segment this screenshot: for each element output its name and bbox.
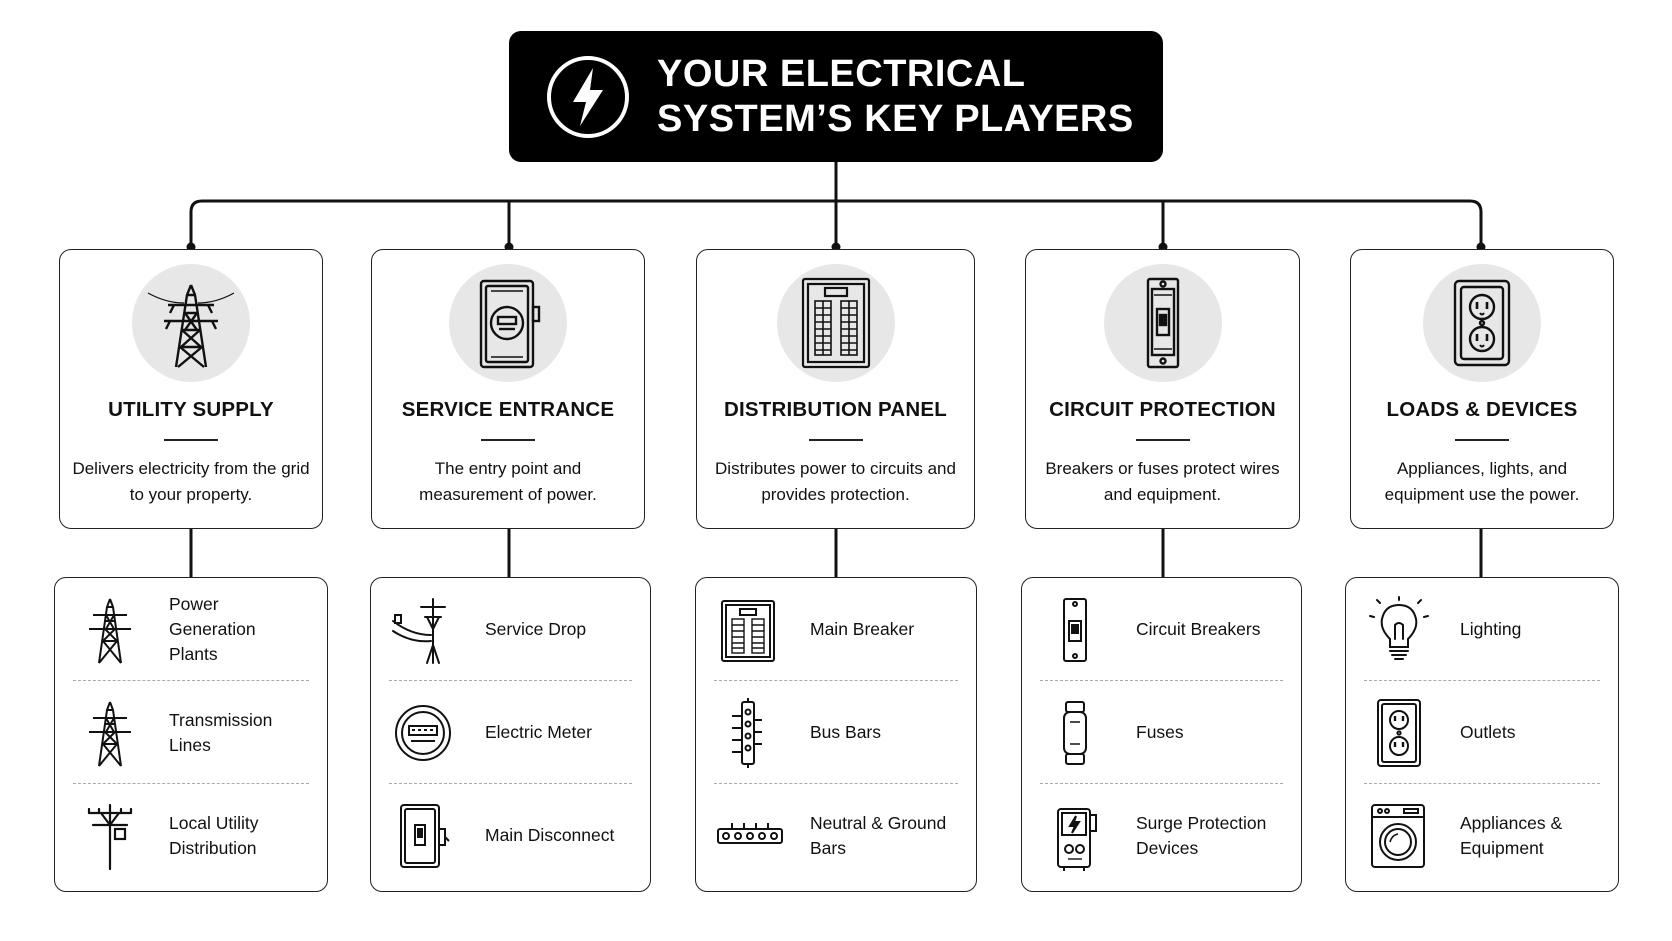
transmission-tower-icon: [147, 284, 235, 368]
separator: [1040, 783, 1283, 784]
card-icon-bg: [1103, 264, 1222, 382]
transmission-tower-icon: [89, 701, 131, 767]
list-item: Outlets: [1364, 681, 1600, 784]
card-icon-bg: [132, 264, 250, 382]
list-item-label: Neutral & Ground Bars: [810, 812, 947, 858]
list-item: Service Drop: [389, 578, 632, 681]
card-service-entrance: SERVICE ENTRANCE The entry point and mea…: [371, 249, 645, 529]
list-item-label: Power Generation Plants: [169, 594, 256, 664]
list-item: Bus Bars: [714, 681, 958, 784]
list-item-label: Lighting: [1460, 619, 1522, 639]
card-icon-bg: [449, 264, 567, 382]
lightning-bolt-icon: [547, 56, 629, 138]
list-item-label: Electric Meter: [485, 722, 592, 742]
title-line-2: SYSTEM’S KEY PLAYERS: [657, 98, 1134, 140]
card-description: Appliances, lights, and equipment use th…: [1384, 459, 1580, 504]
separator: [1040, 680, 1283, 681]
card-title: SERVICE ENTRANCE: [401, 398, 615, 421]
card-title: LOADS & DEVICES: [1386, 398, 1578, 421]
utility-pole-icon: [87, 803, 133, 871]
list-item: Local Utility Distribution: [73, 784, 309, 887]
list-item-label: Transmission Lines: [169, 709, 273, 755]
card-description: Delivers electricity from the grid to yo…: [72, 459, 310, 504]
list-service-entrance: Service Drop Electric Meter Main Disconn…: [370, 577, 651, 892]
bus-bar-icon: [732, 698, 762, 768]
card-icon-bg: [776, 264, 895, 382]
card-title: UTILITY SUPPLY: [108, 398, 274, 421]
list-item: Surge Protection Devices: [1040, 784, 1283, 887]
breaker-panel-icon: [721, 600, 775, 662]
list-item: Main Disconnect: [389, 784, 632, 887]
card-description: The entry point and measurement of power…: [419, 459, 597, 504]
list-item: Fuses: [1040, 681, 1283, 784]
card-description: Breakers or fuses protect wires and equi…: [1045, 459, 1280, 504]
separator: [389, 680, 632, 681]
card-distribution-panel: DISTRIBUTION PANEL Distributes power to …: [696, 249, 975, 529]
separator: [714, 680, 958, 681]
list-circuit-protection: Circuit Breakers Fuses Surge Protection …: [1021, 577, 1302, 892]
list-item-label: Bus Bars: [810, 722, 881, 742]
list-item: Main Breaker: [714, 578, 958, 681]
list-item: Transmission Lines: [73, 681, 309, 784]
separator: [714, 783, 958, 784]
list-item-label: Appliances & Equipment: [1460, 812, 1563, 858]
card-circuit-protection: CIRCUIT PROTECTION Breakers or fuses pro…: [1025, 249, 1300, 529]
divider: [481, 439, 535, 441]
list-item: Neutral & Ground Bars: [714, 784, 958, 887]
breaker-panel-icon: [801, 277, 870, 369]
divider: [808, 439, 863, 441]
list-loads-devices: Lighting Outlets Appliances & Equipment: [1345, 577, 1619, 892]
list-item-label: Fuses: [1136, 722, 1184, 742]
list-item: Electric Meter: [389, 681, 632, 784]
list-item-label: Circuit Breakers: [1136, 619, 1261, 639]
title-banner: YOUR ELECTRICAL SYSTEM’S KEY PLAYERS: [509, 31, 1163, 162]
transmission-tower-icon: [89, 598, 131, 664]
card-description: Distributes power to circuits and provid…: [715, 459, 956, 504]
list-utility-supply: Power Generation Plants Transmission Lin…: [54, 577, 328, 892]
list-item: Lighting: [1364, 578, 1600, 681]
list-item: Power Generation Plants: [73, 578, 309, 681]
light-bulb-icon: [1369, 596, 1429, 660]
electric-meter-icon: [395, 705, 451, 761]
washing-machine-icon: [1371, 804, 1425, 868]
separator: [1364, 680, 1600, 681]
divider: [1455, 439, 1509, 441]
separator: [1364, 783, 1600, 784]
page-title: YOUR ELECTRICAL SYSTEM’S KEY PLAYERS: [657, 52, 1134, 142]
service-drop-icon: [392, 598, 446, 664]
outlet-icon: [1377, 699, 1421, 767]
title-line-1: YOUR ELECTRICAL: [657, 53, 1026, 95]
list-item-label: Main Disconnect: [485, 825, 615, 845]
list-item-label: Local Utility Distribution: [169, 812, 259, 858]
list-item-label: Service Drop: [485, 619, 587, 639]
separator: [389, 783, 632, 784]
disconnect-switch-icon: [400, 804, 450, 868]
list-item-label: Main Breaker: [810, 619, 915, 639]
card-utility-supply: UTILITY SUPPLY Delivers electricity from…: [59, 249, 323, 529]
surge-protector-icon: [1057, 808, 1097, 871]
list-item: Appliances & Equipment: [1364, 784, 1600, 887]
list-distribution-panel: Main Breaker Bus Bars Neutral & Ground B…: [695, 577, 977, 892]
card-loads-devices: LOADS & DEVICES Appliances, lights, and …: [1350, 249, 1614, 529]
divider: [164, 439, 218, 441]
meter-box-icon: [479, 279, 541, 369]
list-item-label: Outlets: [1460, 722, 1516, 742]
fuse-icon: [1063, 701, 1087, 765]
circuit-breaker-icon: [1146, 277, 1179, 369]
list-item: Circuit Breakers: [1040, 578, 1283, 681]
card-title: CIRCUIT PROTECTION: [1049, 398, 1276, 421]
terminal-bar-icon: [717, 823, 783, 844]
list-item-label: Surge Protection Devices: [1136, 812, 1267, 858]
separator: [73, 680, 309, 681]
divider: [1135, 439, 1190, 441]
card-icon-bg: [1423, 264, 1541, 382]
outlet-icon: [1453, 279, 1511, 367]
card-title: DISTRIBUTION PANEL: [723, 398, 948, 421]
separator: [73, 783, 309, 784]
circuit-breaker-icon: [1063, 598, 1087, 662]
